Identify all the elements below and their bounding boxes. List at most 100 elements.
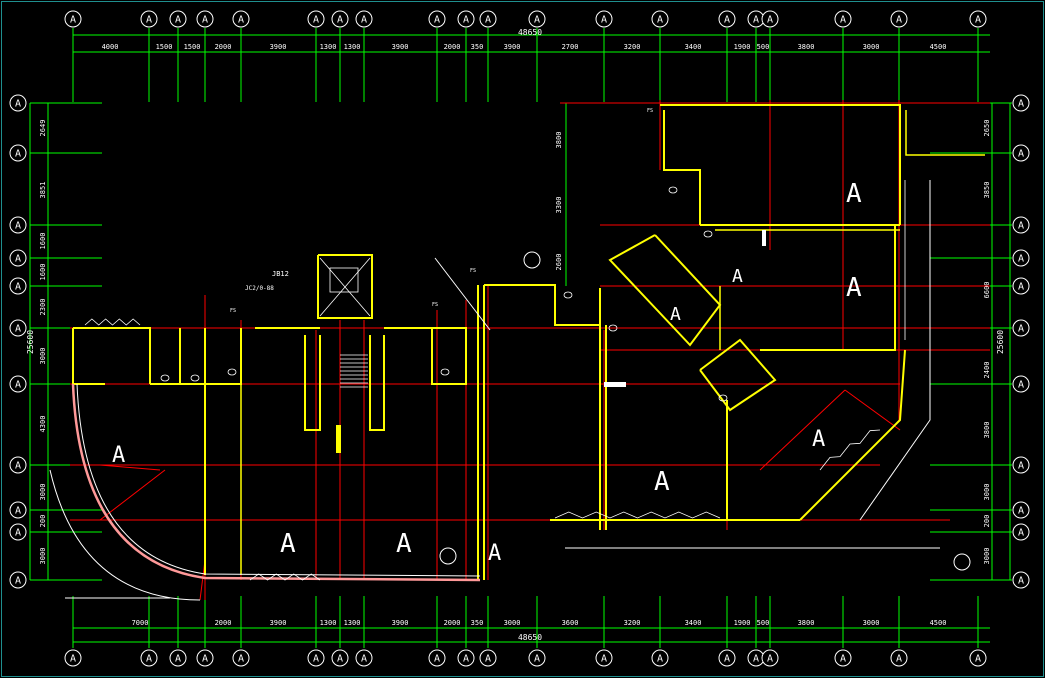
top-dim-0: 4000 <box>102 43 119 51</box>
axis-bubble-label: A <box>601 15 607 26</box>
axis-bubble-circle <box>196 649 214 667</box>
axis-bubble-top-6: A <box>331 10 349 28</box>
fixture-7 <box>703 230 713 238</box>
top-overall-dimension: 48650 <box>518 28 542 37</box>
label-fs-1: FS <box>230 308 236 314</box>
column-white-2 <box>762 230 766 246</box>
bottom-dim-10: 3200 <box>624 619 641 627</box>
bottom-dim-3: 1300 <box>320 619 337 627</box>
right-dim-2: 6600 <box>983 282 991 299</box>
fixture-6 <box>668 186 678 194</box>
axis-bubble-top-8: A <box>428 10 446 28</box>
axis-bubble-label: A <box>15 324 21 335</box>
column-white-1 <box>604 382 626 387</box>
wall-balcony <box>905 110 985 156</box>
top-dim-6: 1300 <box>344 43 361 51</box>
axis-bubble-label: A <box>238 654 244 665</box>
right-dim-7: 3000 <box>983 548 991 565</box>
room-label-3: A <box>396 529 412 559</box>
axis-bubble-circle <box>834 649 852 667</box>
axis-bubble-left-7: A <box>9 456 27 474</box>
axis-bubble-label: A <box>313 15 319 26</box>
axis-bubble-circle <box>761 10 779 28</box>
window-s-2 <box>249 573 321 581</box>
axis-bubble-bottom-17: A <box>834 649 852 667</box>
axis-bubble-circle <box>1012 501 1030 519</box>
axis-bubble-circle <box>196 10 214 28</box>
axis-bubble-label: A <box>1018 380 1024 391</box>
axis-bubble-circle <box>232 10 250 28</box>
right-dim-1: 3850 <box>983 182 991 199</box>
axis-bubble-left-3: A <box>9 249 27 267</box>
site-arc <box>49 469 201 601</box>
axis-bubble-label: A <box>657 654 663 665</box>
axis-bubble-circle <box>9 501 27 519</box>
window-n-1 <box>84 318 141 326</box>
room-label-4: A <box>488 541 501 566</box>
axis-bubble-label: A <box>767 654 773 665</box>
bottom-dim-11: 3400 <box>685 619 702 627</box>
axis-bubble-label: A <box>361 654 367 665</box>
axis-bubble-circle <box>1012 249 1030 267</box>
axis-bubble-circle <box>140 10 158 28</box>
axis-bubble-label: A <box>15 576 21 587</box>
axis-bubble-left-9: A <box>9 523 27 541</box>
axis-bubble-label: A <box>896 15 902 26</box>
axis-bubble-circle <box>64 10 82 28</box>
axis-bubble-label: A <box>1018 576 1024 587</box>
top-dim-9: 350 <box>471 43 484 51</box>
axis-bubble-top-9: A <box>457 10 475 28</box>
axis-bubble-circle <box>232 649 250 667</box>
axis-bubble-right-1: A <box>1012 144 1030 162</box>
axis-bubble-label: A <box>534 654 540 665</box>
axis-bubble-circle <box>169 10 187 28</box>
axis-bubble-label: A <box>840 654 846 665</box>
label-fs-2: FS <box>432 302 438 308</box>
bottom-dim-9: 3600 <box>562 619 579 627</box>
top-dim-10: 3900 <box>504 43 521 51</box>
axis-bubble-right-0: A <box>1012 94 1030 112</box>
bottom-dim-6: 2000 <box>444 619 461 627</box>
axis-bubble-bottom-11: A <box>528 649 546 667</box>
axis-bubble-label: A <box>202 654 208 665</box>
axis-bubble-label: A <box>1018 461 1024 472</box>
axis-bubble-circle <box>9 571 27 589</box>
axis-bubble-label: A <box>534 15 540 26</box>
left-total-dimension: 25600 <box>26 330 35 354</box>
bottom-dim-13: 500 <box>757 619 770 627</box>
axis-bubble-circle <box>595 649 613 667</box>
axis-bubble-label: A <box>15 506 21 517</box>
room-label-9: A <box>670 304 681 325</box>
axis-bubble-label: A <box>724 15 730 26</box>
axis-bubble-label: A <box>1018 149 1024 160</box>
axis-bubble-label: A <box>657 15 663 26</box>
top-dim-11: 2700 <box>562 43 579 51</box>
top-dim-12: 3200 <box>624 43 641 51</box>
axis-bubble-circle <box>890 649 908 667</box>
axis-bubble-bottom-3: A <box>196 649 214 667</box>
axis-bubble-circle <box>9 319 27 337</box>
left-dim-2: 1600 <box>39 233 47 250</box>
room-label-5: A <box>654 467 670 497</box>
left-dim-6: 4300 <box>39 416 47 433</box>
axis-bubble-label: A <box>724 654 730 665</box>
axis-bubble-label: A <box>175 654 181 665</box>
axis-bubble-circle <box>1012 94 1030 112</box>
axis-bubble-label: A <box>485 654 491 665</box>
axis-bubble-right-10: A <box>1012 571 1030 589</box>
axis-bubble-circle <box>1012 277 1030 295</box>
axis-bubble-label: A <box>1018 506 1024 517</box>
detail-circle-2 <box>523 251 541 269</box>
bottom-dim-8: 3000 <box>504 619 521 627</box>
axis-bubble-circle <box>307 10 325 28</box>
axis-bubble-label: A <box>70 15 76 26</box>
axis-bubble-label: A <box>896 654 902 665</box>
axis-bubble-bottom-13: A <box>651 649 669 667</box>
axis-diag-4 <box>844 389 901 431</box>
axis-bubble-right-7: A <box>1012 456 1030 474</box>
axis-bubble-label: A <box>15 380 21 391</box>
axis-bubble-right-5: A <box>1012 319 1030 337</box>
fixture-4 <box>563 291 573 299</box>
fixture-0 <box>160 374 170 382</box>
